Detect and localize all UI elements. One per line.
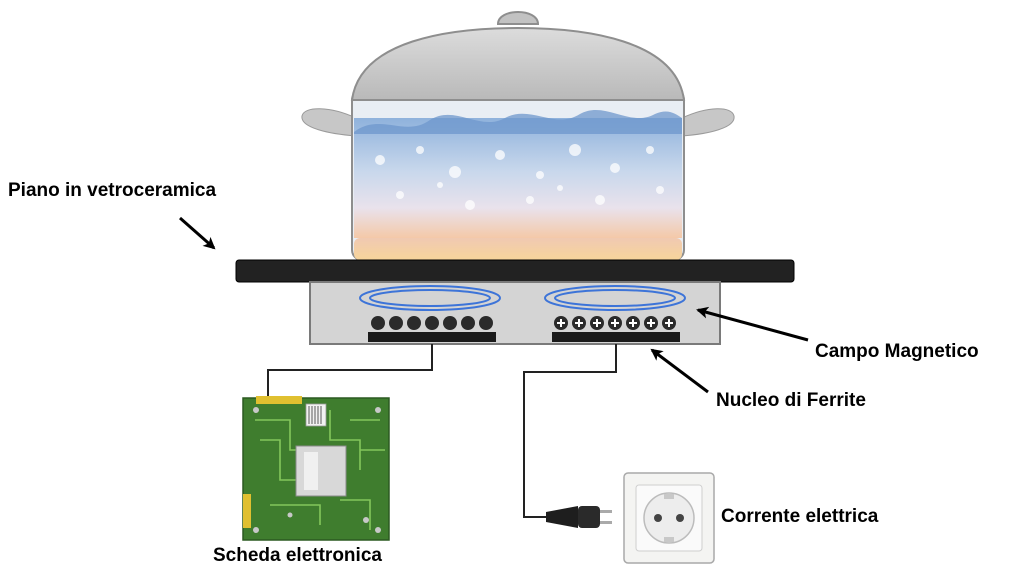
field-loop-right-inner <box>554 289 676 307</box>
label-piano-vetroceramica: Piano in vetroceramica <box>8 180 217 201</box>
plug-icon <box>546 506 612 528</box>
ceramic-glass-cooktop <box>235 259 795 283</box>
arrow-piano <box>179 216 216 250</box>
wire-power <box>523 344 617 518</box>
field-loop-right-outer <box>544 285 686 311</box>
ferrite-core-right <box>552 332 680 342</box>
water-surface <box>354 109 682 134</box>
field-loop-left-outer <box>359 285 501 311</box>
boiling-water <box>354 118 682 238</box>
pot-handle-right <box>681 108 735 137</box>
pot-lid <box>350 26 686 101</box>
pot-lid-knob <box>496 11 540 25</box>
label-corrente-elettrica: Corrente elettrica <box>721 506 879 527</box>
pot-handle-left <box>301 108 357 137</box>
wiring <box>267 344 617 518</box>
magnetic-field-loops <box>359 285 686 311</box>
coil-right <box>554 316 676 330</box>
field-loop-left-inner <box>369 289 491 307</box>
arrow-campo <box>696 306 809 342</box>
ferrite-core-left <box>368 332 496 342</box>
heated-bottom <box>354 238 682 260</box>
label-campo-magnetico: Campo Magnetico <box>815 341 979 362</box>
annotation-arrows <box>179 216 809 394</box>
water-bubbles <box>375 144 664 210</box>
wall-socket-icon <box>623 472 715 564</box>
label-scheda-elettronica: Scheda elettronica <box>213 545 382 566</box>
arrow-nucleo <box>650 348 709 394</box>
coil-left <box>371 316 493 330</box>
label-nucleo-ferrite: Nucleo di Ferrite <box>716 390 866 411</box>
circuit-board-icon <box>242 396 390 541</box>
cooking-pot-icon <box>301 11 735 261</box>
wire-to-board <box>267 344 433 398</box>
